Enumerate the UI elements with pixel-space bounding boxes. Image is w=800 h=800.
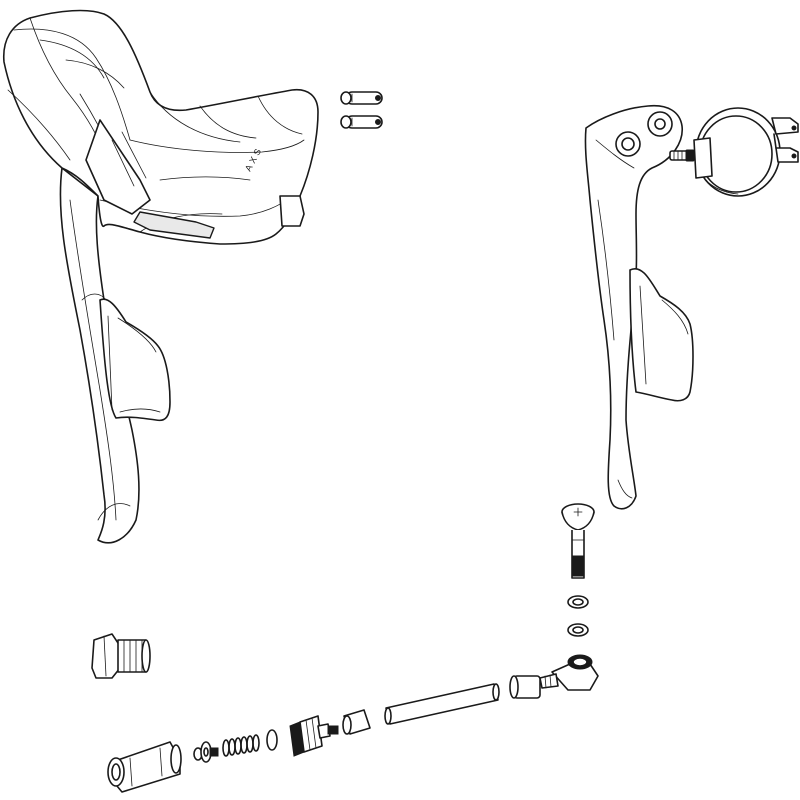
- hood-slot: [133, 211, 215, 239]
- master-cylinder-body: [107, 741, 182, 793]
- hood-tab: [279, 195, 305, 227]
- bleed-sleeve: [342, 709, 371, 735]
- washer-upper: [567, 595, 589, 609]
- check-valve: [193, 741, 219, 763]
- handlebar-clamp: [669, 107, 799, 197]
- lever-arm-assembly: [584, 104, 694, 510]
- clamp-ear: [693, 137, 713, 179]
- washer-lower: [567, 623, 589, 637]
- compression-nut: [91, 633, 151, 679]
- pin-lower: [340, 115, 383, 129]
- olive-sleeve: [509, 675, 541, 699]
- lever-paddle: [629, 267, 694, 402]
- piston-assembly: [289, 715, 339, 757]
- clamp-screw: [669, 149, 695, 162]
- banjo-bolt: [561, 503, 595, 579]
- pin-upper: [340, 91, 383, 105]
- shifter-hood-assembly: AXS: [3, 9, 319, 544]
- shift-paddle: [99, 298, 171, 422]
- clamp-tab-bottom: [775, 147, 799, 163]
- hood-recess: [85, 119, 151, 215]
- o-ring: [266, 729, 278, 751]
- lever-arm: [584, 104, 683, 510]
- banjo-fitting: [539, 654, 599, 691]
- clamp-tab-top: [771, 117, 799, 135]
- return-spring: [222, 734, 260, 757]
- hydraulic-hose: [384, 683, 500, 725]
- pin-pair: [340, 91, 383, 129]
